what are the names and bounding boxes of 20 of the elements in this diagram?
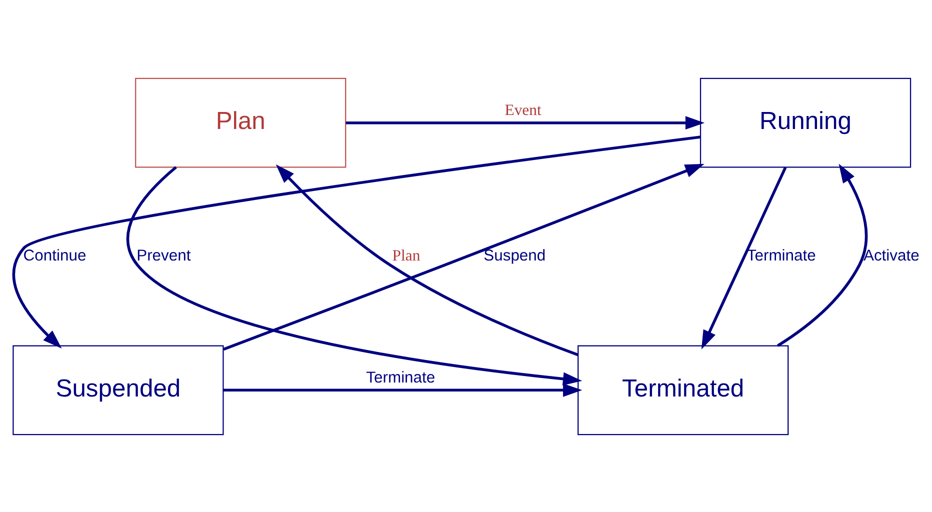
node-box: Terminated	[578, 344, 789, 435]
edge-label: Prevent	[136, 247, 191, 264]
edge-label: Suspend	[484, 247, 546, 264]
edge-label: Terminate	[746, 247, 816, 264]
node-box: Plan	[135, 77, 346, 168]
edge-label: Event	[504, 102, 542, 119]
arrow	[346, 116, 705, 130]
arrow	[223, 382, 582, 396]
arrow	[126, 166, 582, 386]
arrow	[276, 164, 578, 356]
arrow	[701, 166, 787, 349]
arrow	[223, 163, 704, 350]
arrow	[12, 135, 701, 348]
edge-label: Continue	[23, 247, 86, 264]
edge-label: Terminate	[366, 369, 436, 386]
node-box: Suspended	[12, 344, 224, 435]
edge-label: Activate	[863, 247, 920, 264]
edge-label: Plan	[392, 247, 420, 264]
node-box: Running	[700, 77, 912, 168]
arrow	[776, 163, 868, 346]
